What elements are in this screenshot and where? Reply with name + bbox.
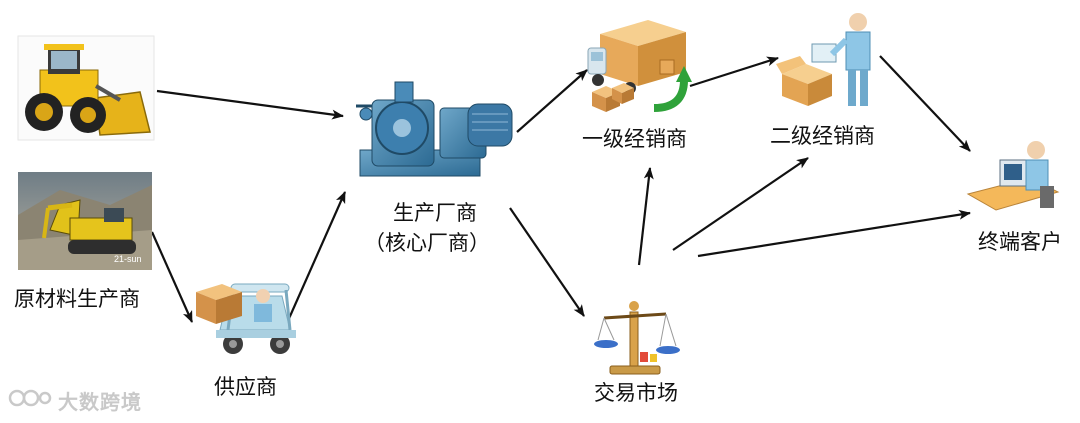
delivery-truck-boxes-icon [587,20,692,112]
arrow-raw-to-supplier [150,231,194,323]
watermark: 大数跨境 [8,385,142,416]
excavator-photo-icon: 21-sun [18,172,152,270]
arrow-distributor1-to-distributor2 [689,56,779,88]
svg-text:21-sun: 21-sun [114,254,142,264]
wheel-loader-icon [17,35,155,141]
forklift-person-icon [196,283,296,354]
arrow-supplier-to-manufacturer [285,191,347,324]
manufacturer-label: 生产厂商 （核心厂商） [364,198,490,259]
arrow-exchange-to-customer [697,209,971,258]
supplier-label: 供应商 [214,375,277,399]
arrow-exchange-to-distributor2 [672,157,809,251]
person-at-computer-icon [966,141,1060,211]
arrow-exchange-to-distributor1 [637,167,654,266]
arrow-manufacturer-to-distributor1 [516,69,588,133]
arrow-loader-to-manufacturer [156,89,344,120]
manufacturer-label-line2: （核心厂商） [364,231,490,256]
exchange-label: 交易市场 [594,381,678,405]
watermark-logo-icon [8,385,52,416]
arrow-distributor2-to-customer [879,55,971,152]
industrial-crusher-machine-icon [356,81,513,177]
arrow-manufacturer-to-exchange [509,207,585,317]
raw-material-label: 原材料生产商 [14,287,140,311]
flow-arrows [150,55,971,324]
watermark-text: 大数跨境 [58,390,142,414]
person-with-box-icon [776,13,871,106]
balance-scale-icon [594,301,680,375]
distributor1-label: 一级经销商 [582,127,687,151]
distributor2-label: 二级经销商 [770,124,875,148]
manufacturer-label-line1: 生产厂商 [393,201,477,225]
end-customer-label: 终端客户 [978,230,1062,254]
